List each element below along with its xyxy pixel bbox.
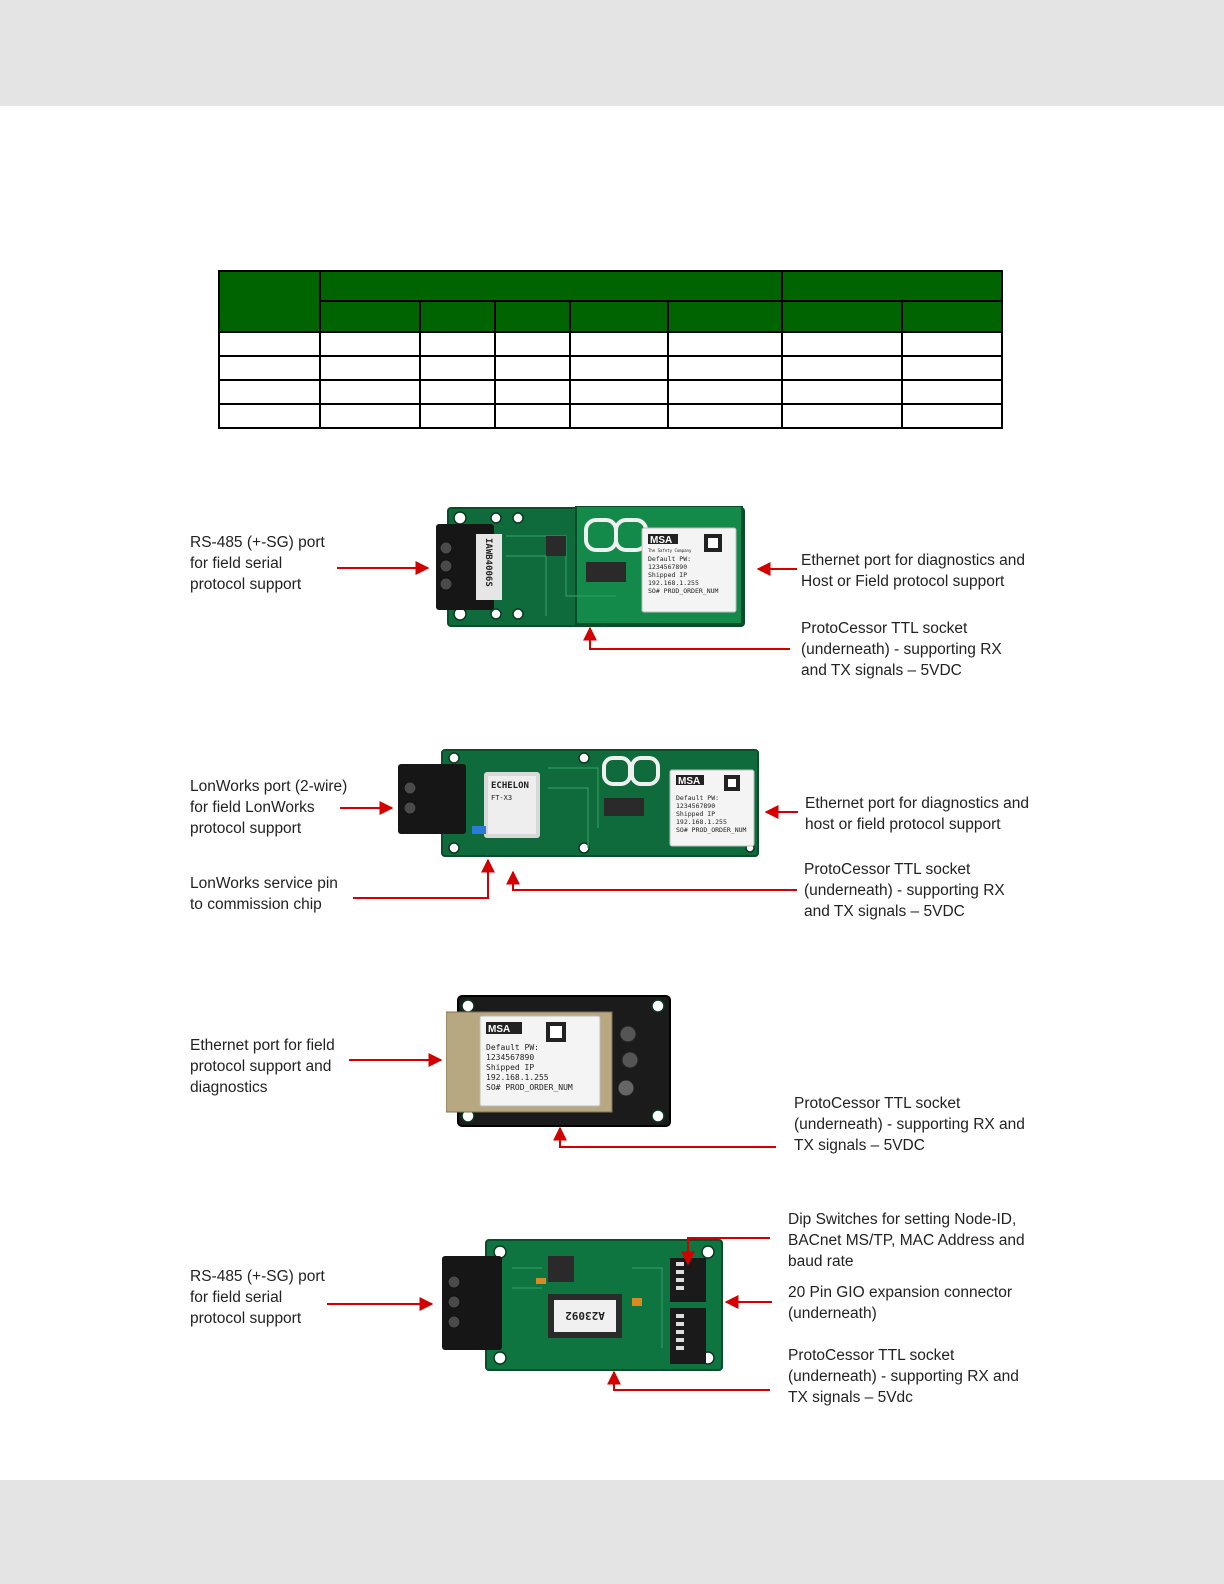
sticker-line5: SO# PROD_ORDER_NUM xyxy=(676,826,747,834)
sticker-line1: Default PW: xyxy=(486,1043,539,1052)
table-header-cell xyxy=(494,300,571,333)
sticker-line3: Shipped IP xyxy=(486,1063,534,1072)
table-header-cell xyxy=(319,270,784,302)
board-1-right-label: Ethernet port for diagnostics and Host o… xyxy=(801,552,1026,590)
board-2-image: ECHELON FT-X3 MSA Default PW: 1234567890… xyxy=(398,749,759,857)
board-4-chip-label: A23092 xyxy=(565,1309,605,1322)
sticker-line1: Default PW: xyxy=(676,794,719,802)
table-header-cell xyxy=(667,300,784,333)
board-4-left-label: RS-485 (+-SG) port for field serial prot… xyxy=(190,1268,325,1327)
table-row xyxy=(217,331,1004,357)
board-1-image: IAWB4006S MSA The Safety Company Default… xyxy=(436,506,745,627)
board-1-left-label: RS-485 (+-SG) port for field serial prot… xyxy=(190,534,325,593)
board-2-service-label: LonWorks service pin to commission chip xyxy=(190,875,338,913)
arrow xyxy=(353,858,495,899)
board-1-bottom-label: ProtoCessor TTL socket (underneath) - su… xyxy=(801,620,1002,679)
arrow xyxy=(583,626,790,650)
sticker-line5: SO# PROD_ORDER_NUM xyxy=(648,587,719,595)
sticker-line2: 1234567890 xyxy=(486,1053,534,1062)
arrow xyxy=(607,1370,770,1391)
sticker-line4: 192.168.1.255 xyxy=(676,818,727,826)
arrow xyxy=(681,1237,770,1266)
table-header-cell xyxy=(419,300,497,333)
board-4-bottom-label: ProtoCessor TTL socket (underneath) - su… xyxy=(788,1347,1019,1406)
sticker-line3: Shipped IP xyxy=(676,810,715,818)
table-row xyxy=(217,403,1004,429)
arrow xyxy=(506,870,797,891)
table-row xyxy=(217,355,1004,381)
table-header-cell xyxy=(568,300,670,333)
sticker-tagline: The Safety Company xyxy=(648,548,692,553)
table-header-cell xyxy=(319,300,422,333)
sticker-line1: Default PW: xyxy=(648,555,691,563)
board-1-chip-label: IAWB4006S xyxy=(483,538,493,587)
sticker-line4: 192.168.1.255 xyxy=(648,579,699,587)
board-4-image: A23092 xyxy=(442,1239,723,1371)
board-2-left-label: LonWorks port (2-wire) for field LonWork… xyxy=(190,778,348,837)
board-3-bottom-label: ProtoCessor TTL socket (underneath) - su… xyxy=(794,1095,1025,1154)
sticker-logo: MSA xyxy=(488,1024,510,1035)
board-2-bottom-label: ProtoCessor TTL socket (underneath) - su… xyxy=(804,861,1005,920)
sticker-line3: Shipped IP xyxy=(648,571,687,579)
table-header-cell xyxy=(781,300,903,333)
board-2-right-label: Ethernet port for diagnostics and host o… xyxy=(805,795,1030,833)
table-header-cell xyxy=(217,270,322,333)
table-header-row xyxy=(217,270,1003,333)
board-3-left-label: Ethernet port for field protocol support… xyxy=(190,1037,335,1096)
table-header-row xyxy=(219,300,1004,333)
spec-table xyxy=(217,270,1004,429)
sticker-line2: 1234567890 xyxy=(676,802,715,810)
table-header-cell xyxy=(781,270,1003,302)
sticker-line2: 1234567890 xyxy=(648,563,687,571)
sticker-logo: MSA xyxy=(650,535,672,546)
board-2-chip-sub: FT-X3 xyxy=(491,794,512,802)
board-3-image: MSA Default PW: 1234567890 Shipped IP 19… xyxy=(446,995,671,1127)
table-row xyxy=(217,379,1004,405)
board-2-chip-label: ECHELON xyxy=(491,781,529,791)
sticker-line5: SO# PROD_ORDER_NUM xyxy=(486,1083,573,1092)
arrow xyxy=(553,1126,776,1148)
table-header-cell xyxy=(900,300,1004,333)
sticker-line4: 192.168.1.255 xyxy=(486,1073,549,1082)
sticker-logo: MSA xyxy=(678,776,700,787)
board-4-gio-label: 20 Pin GIO expansion connector (undernea… xyxy=(788,1284,1013,1322)
board-4-dip-label: Dip Switches for setting Node-ID, BACnet… xyxy=(788,1211,1025,1270)
